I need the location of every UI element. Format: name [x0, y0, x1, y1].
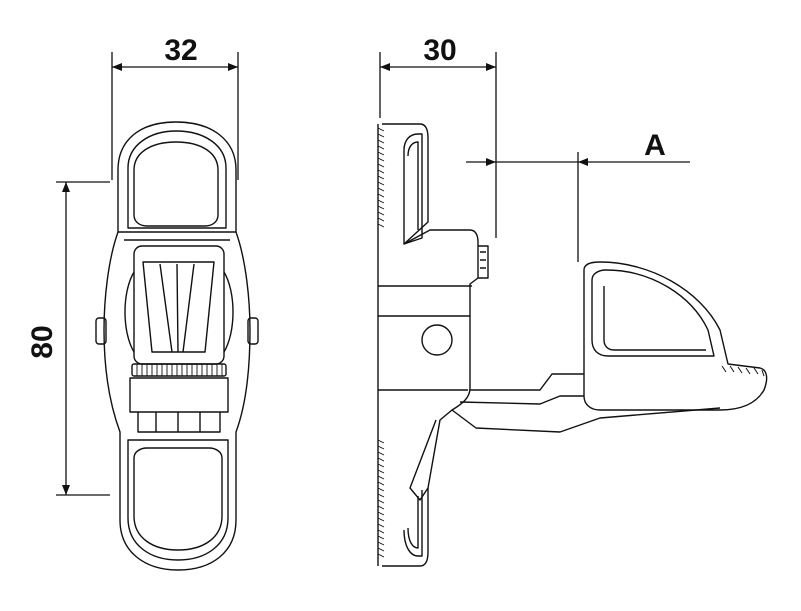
- left-pin: [95, 317, 107, 345]
- side-view: [377, 123, 768, 567]
- side-body: [403, 229, 479, 501]
- clamp-jaw-inner: [591, 269, 715, 357]
- upper-hook: [403, 133, 423, 245]
- bottom-loop: [127, 439, 229, 561]
- clamp-teeth: [721, 365, 765, 377]
- offset-label: A: [644, 129, 666, 162]
- knurled-band: [131, 363, 227, 377]
- front-view: [95, 121, 259, 571]
- clamp-jaw-pad: [603, 286, 706, 351]
- top-loop: [127, 130, 227, 229]
- top-loop-opening: [133, 141, 219, 227]
- upper-hook-inner: [407, 141, 419, 230]
- knurl-lines: [136, 364, 223, 376]
- center-side-arcs: [124, 271, 234, 353]
- back-plate: [377, 123, 429, 567]
- arm-inner-line: [459, 395, 584, 405]
- right-pin: [247, 317, 259, 345]
- extension-arm: [451, 373, 721, 433]
- lower-block: [129, 377, 229, 433]
- center-ribs: [159, 263, 195, 353]
- side-width-label: 30: [423, 34, 456, 67]
- front-dimensions: [56, 52, 239, 496]
- lower-hook-inner: [407, 496, 419, 549]
- center-trapezoid: [142, 261, 215, 353]
- body-horizontal-lines: [378, 285, 472, 391]
- adjustment-nut: [478, 245, 489, 279]
- bottom-loop-opening: [133, 447, 223, 551]
- side-dimensions: [379, 52, 690, 262]
- front-view-outline: [103, 121, 251, 571]
- bolt-hole: [421, 324, 453, 356]
- lower-hook: [403, 490, 423, 557]
- back-serrations: [377, 127, 385, 558]
- clamp-jaw: [583, 261, 768, 411]
- front-width-label: 32: [164, 34, 197, 67]
- upper-collar: [118, 231, 236, 241]
- height-label: 80: [26, 325, 59, 358]
